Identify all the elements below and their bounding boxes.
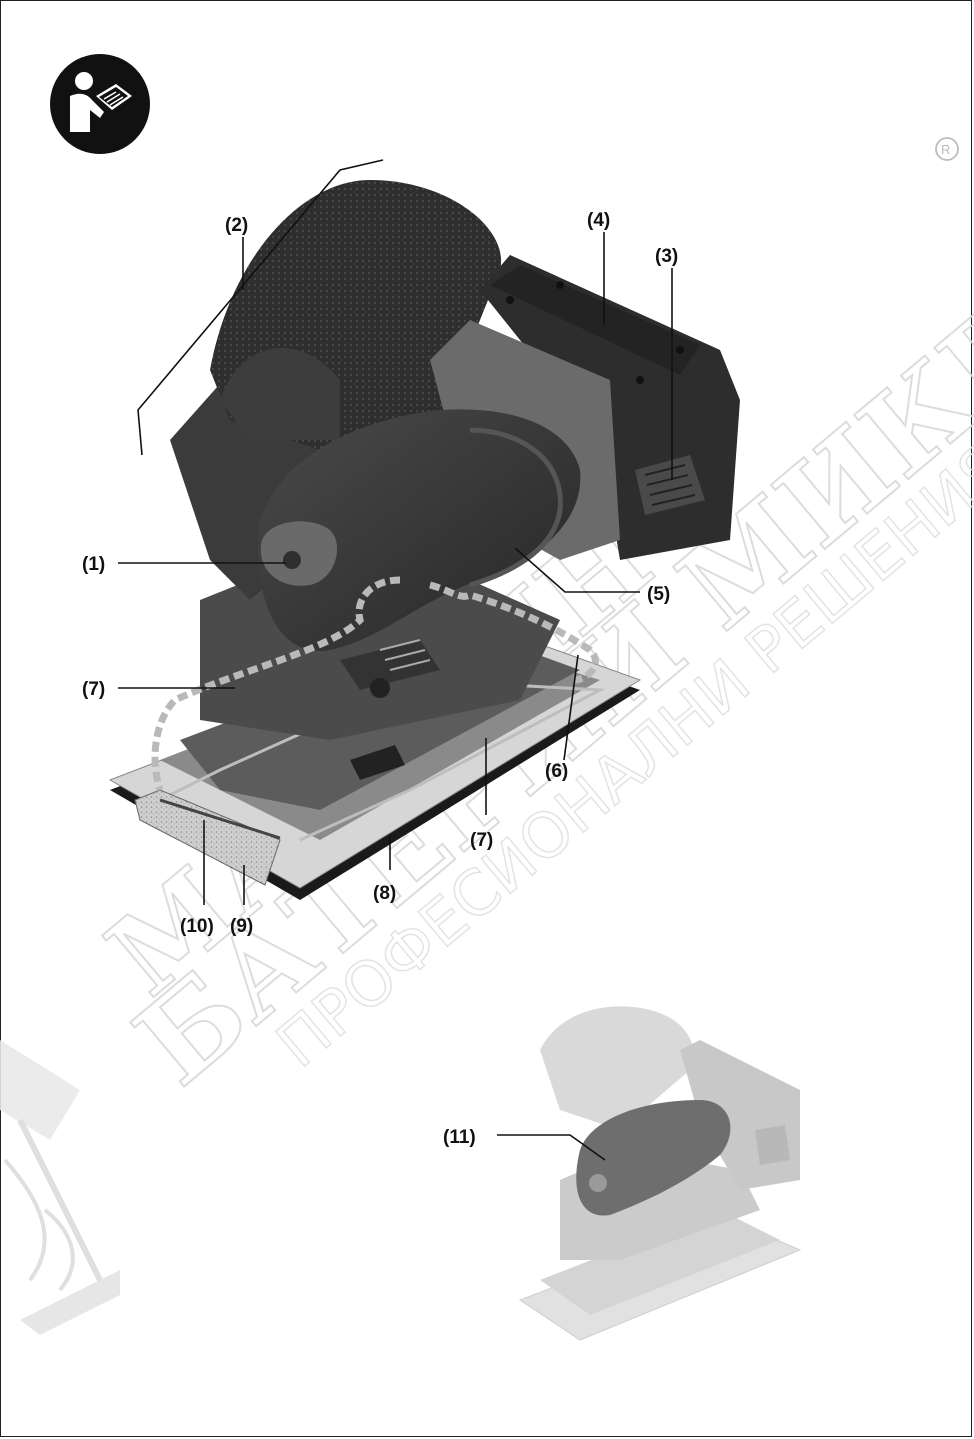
battery-release-button	[635, 455, 705, 515]
dust-hose-dashed-left	[151, 576, 401, 792]
callout-6: (6)	[545, 761, 568, 782]
callout-4: (4)	[587, 210, 610, 231]
registered-mark-icon: R	[935, 137, 959, 161]
callout-7a: (7)	[82, 679, 105, 700]
callout-1: (1)	[82, 554, 105, 575]
callout-8: (8)	[373, 883, 396, 904]
callout-10: (10)	[180, 916, 214, 937]
sander-main-illustration	[108, 180, 740, 900]
dust-hose-dashed-right	[429, 581, 599, 684]
read-manual-icon	[50, 54, 150, 154]
grip-handle	[258, 409, 581, 652]
svg-text:R: R	[941, 142, 950, 157]
front-clamp-pad	[134, 789, 281, 886]
callout-9: (9)	[230, 916, 253, 937]
watermark-hammer-graphic	[0, 1040, 120, 1335]
dust-box-bracket	[137, 159, 384, 456]
callout-2: (2)	[225, 215, 248, 236]
sander-small-illustration	[518, 1006, 802, 1341]
callout-3: (3)	[655, 246, 678, 267]
leader-lines	[118, 232, 673, 1161]
on-off-switch	[260, 521, 338, 586]
callout-labels: (1) (2) (3) (4) (5) (6) (7) (7) (8) (9) …	[82, 210, 678, 1148]
clamp-lever	[350, 745, 405, 780]
callout-11: (11)	[443, 1127, 476, 1148]
callout-5: (5)	[647, 584, 670, 605]
callout-7b: (7)	[470, 830, 493, 851]
